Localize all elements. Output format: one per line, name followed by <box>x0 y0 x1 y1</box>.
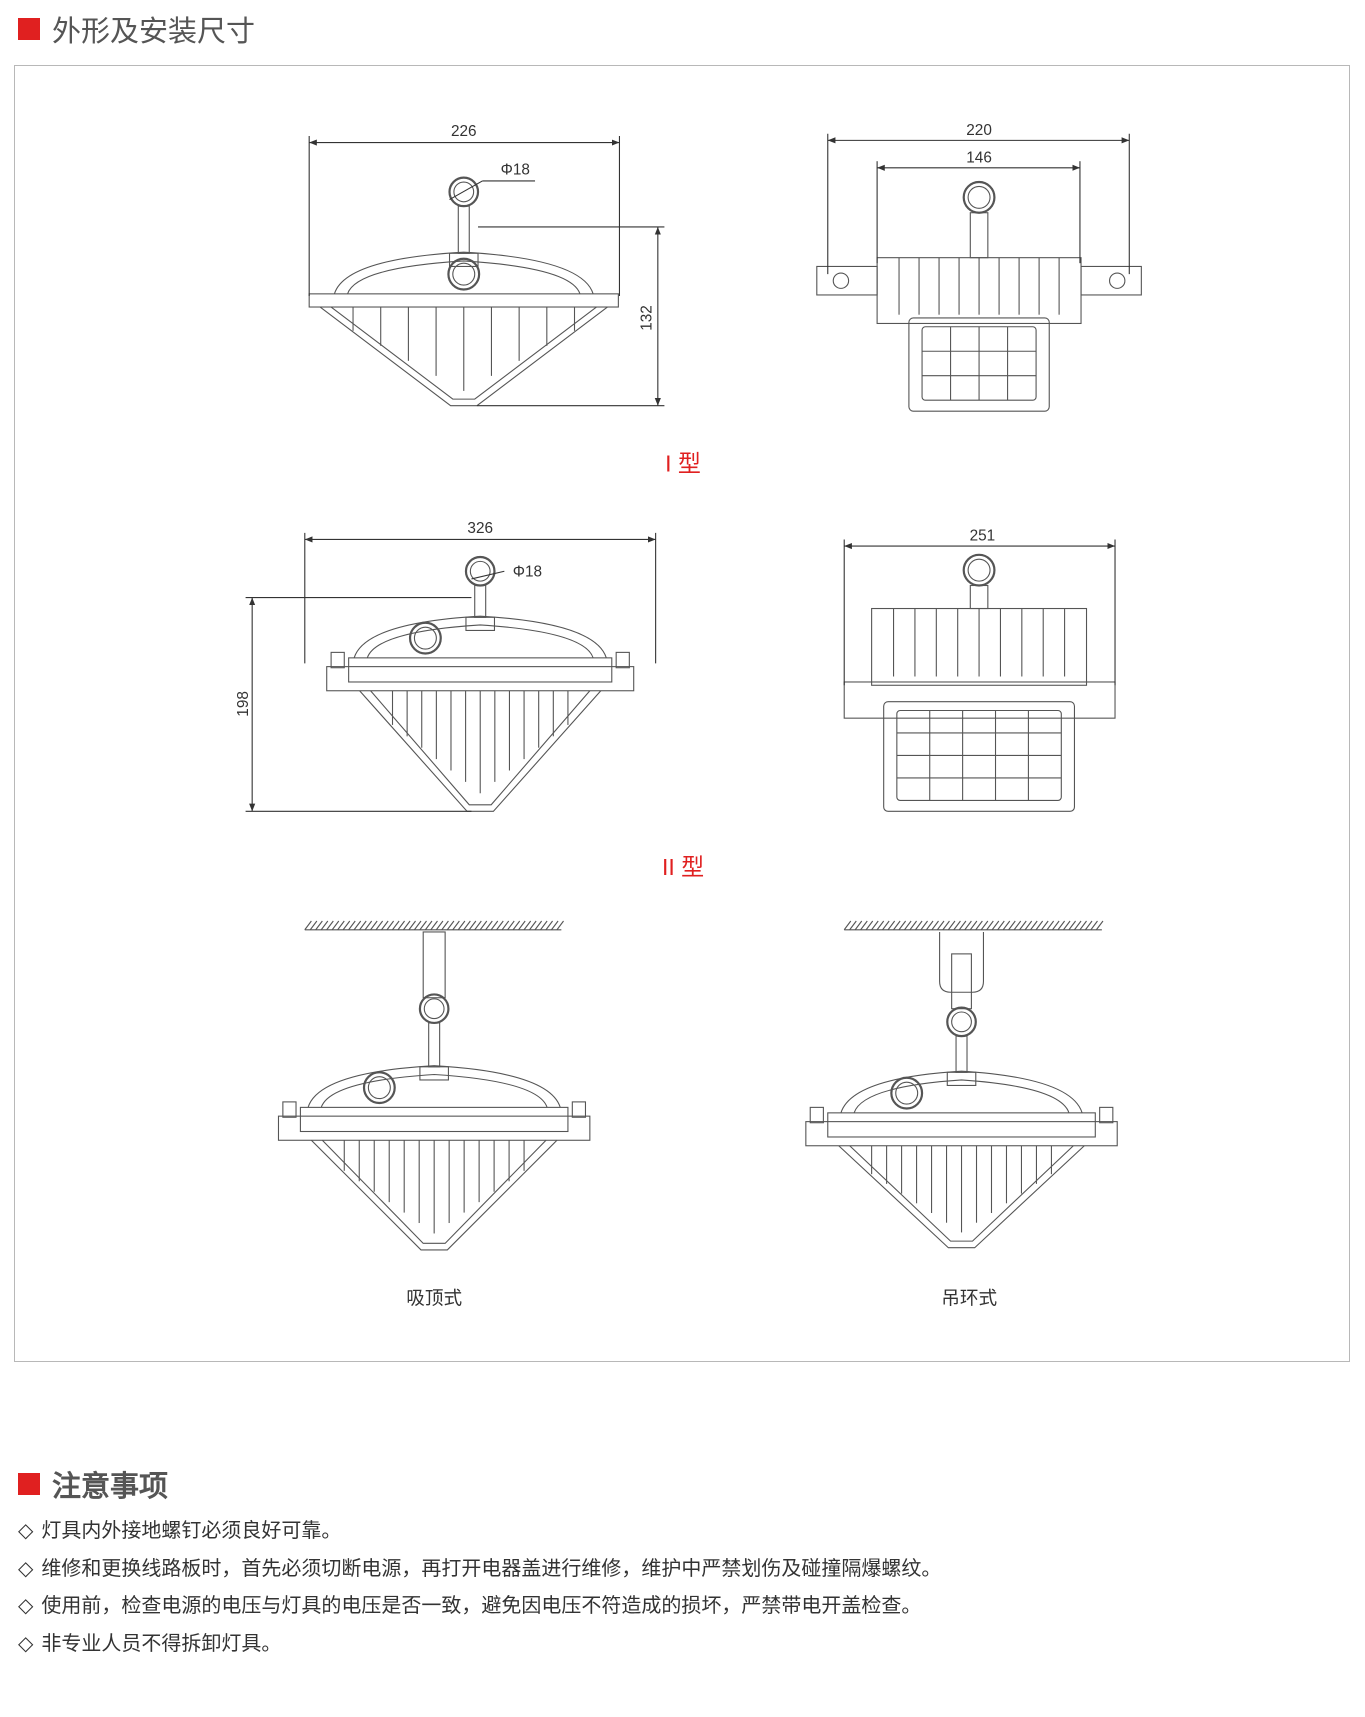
type-1-label: I 型 <box>665 450 701 476</box>
dimension-lines <box>245 133 1130 812</box>
section-title-notes: 注意事项 <box>18 1463 168 1505</box>
dim-label-226: 226 <box>451 123 477 140</box>
section-title-dimensions: 外形及安装尺寸 <box>18 8 255 50</box>
dim-label-ring-1: Φ18 <box>501 161 530 178</box>
red-square-icon <box>18 1473 40 1495</box>
note-text: 维修和更换线路板时，首先必须切断电源，再打开电器盖进行维修，维护中严禁划伤及碰撞… <box>41 1555 942 1580</box>
mount-pole <box>422 931 446 999</box>
lamp-type1-side <box>816 180 1142 412</box>
lamp-ceiling-mount <box>277 993 591 1251</box>
list-item: ◇ 使用前，检查电源的电压与灯具的电压是否一致，避免因电压不符造成的损坏，严禁带电… <box>18 1590 941 1628</box>
red-square-icon <box>18 18 40 40</box>
diamond-icon: ◇ <box>18 1593 34 1617</box>
ceiling-hatch-right <box>843 920 1104 931</box>
dimension-drawing-frame <box>14 65 1350 1362</box>
diamond-icon: ◇ <box>18 1630 34 1655</box>
diamond-icon: ◇ <box>18 1555 34 1580</box>
note-text: 灯具内外接地螺钉必须良好可靠。 <box>41 1518 342 1542</box>
lamp-type2-side <box>871 553 1088 812</box>
lamp-type1-front <box>308 176 619 407</box>
dim-label-198: 198 <box>235 691 252 717</box>
lamp-type2-side-plate <box>843 681 1116 719</box>
diamond-icon: ◇ <box>18 1518 34 1542</box>
ceiling-hatch-left <box>304 920 564 931</box>
section-title-text: 外形及安装尺寸 <box>52 14 256 48</box>
ring-mount-label: 吊环式 <box>941 1288 997 1309</box>
dim-label-ring-2: Φ18 <box>513 564 542 581</box>
note-text: 非专业人员不得拆卸灯具。 <box>41 1630 282 1655</box>
ceiling-mount-label: 吸顶式 <box>406 1288 462 1309</box>
section-title-text: 注意事项 <box>52 1469 169 1503</box>
lamp-ring-mount <box>805 1006 1118 1249</box>
notes-list: ◇ 灯具内外接地螺钉必须良好可靠。 ◇ 维修和更换线路板时，首先必须切断电源，再打开… <box>18 1515 941 1665</box>
list-item: ◇ 非专业人员不得拆卸灯具。 <box>18 1628 941 1666</box>
dim-label-146: 146 <box>966 149 992 166</box>
list-item: ◇ 灯具内外接地螺钉必须良好可靠。 <box>18 1515 941 1553</box>
dim-label-326: 326 <box>467 520 493 537</box>
dim-label-251: 251 <box>970 528 996 545</box>
list-item: ◇ 维修和更换线路板时，首先必须切断电源，再打开电器盖进行维修，维护中严禁划伤及碰… <box>18 1553 941 1591</box>
note-text: 使用前，检查电源的电压与灯具的电压是否一致，避免因电压不符造成的损坏，严禁带电开… <box>41 1593 922 1617</box>
type-2-label: II 型 <box>662 854 704 880</box>
dim-label-220: 220 <box>966 122 992 139</box>
dim-label-132: 132 <box>638 305 655 331</box>
mount-bracket <box>939 931 985 1010</box>
lamp-type2-front <box>326 555 635 812</box>
